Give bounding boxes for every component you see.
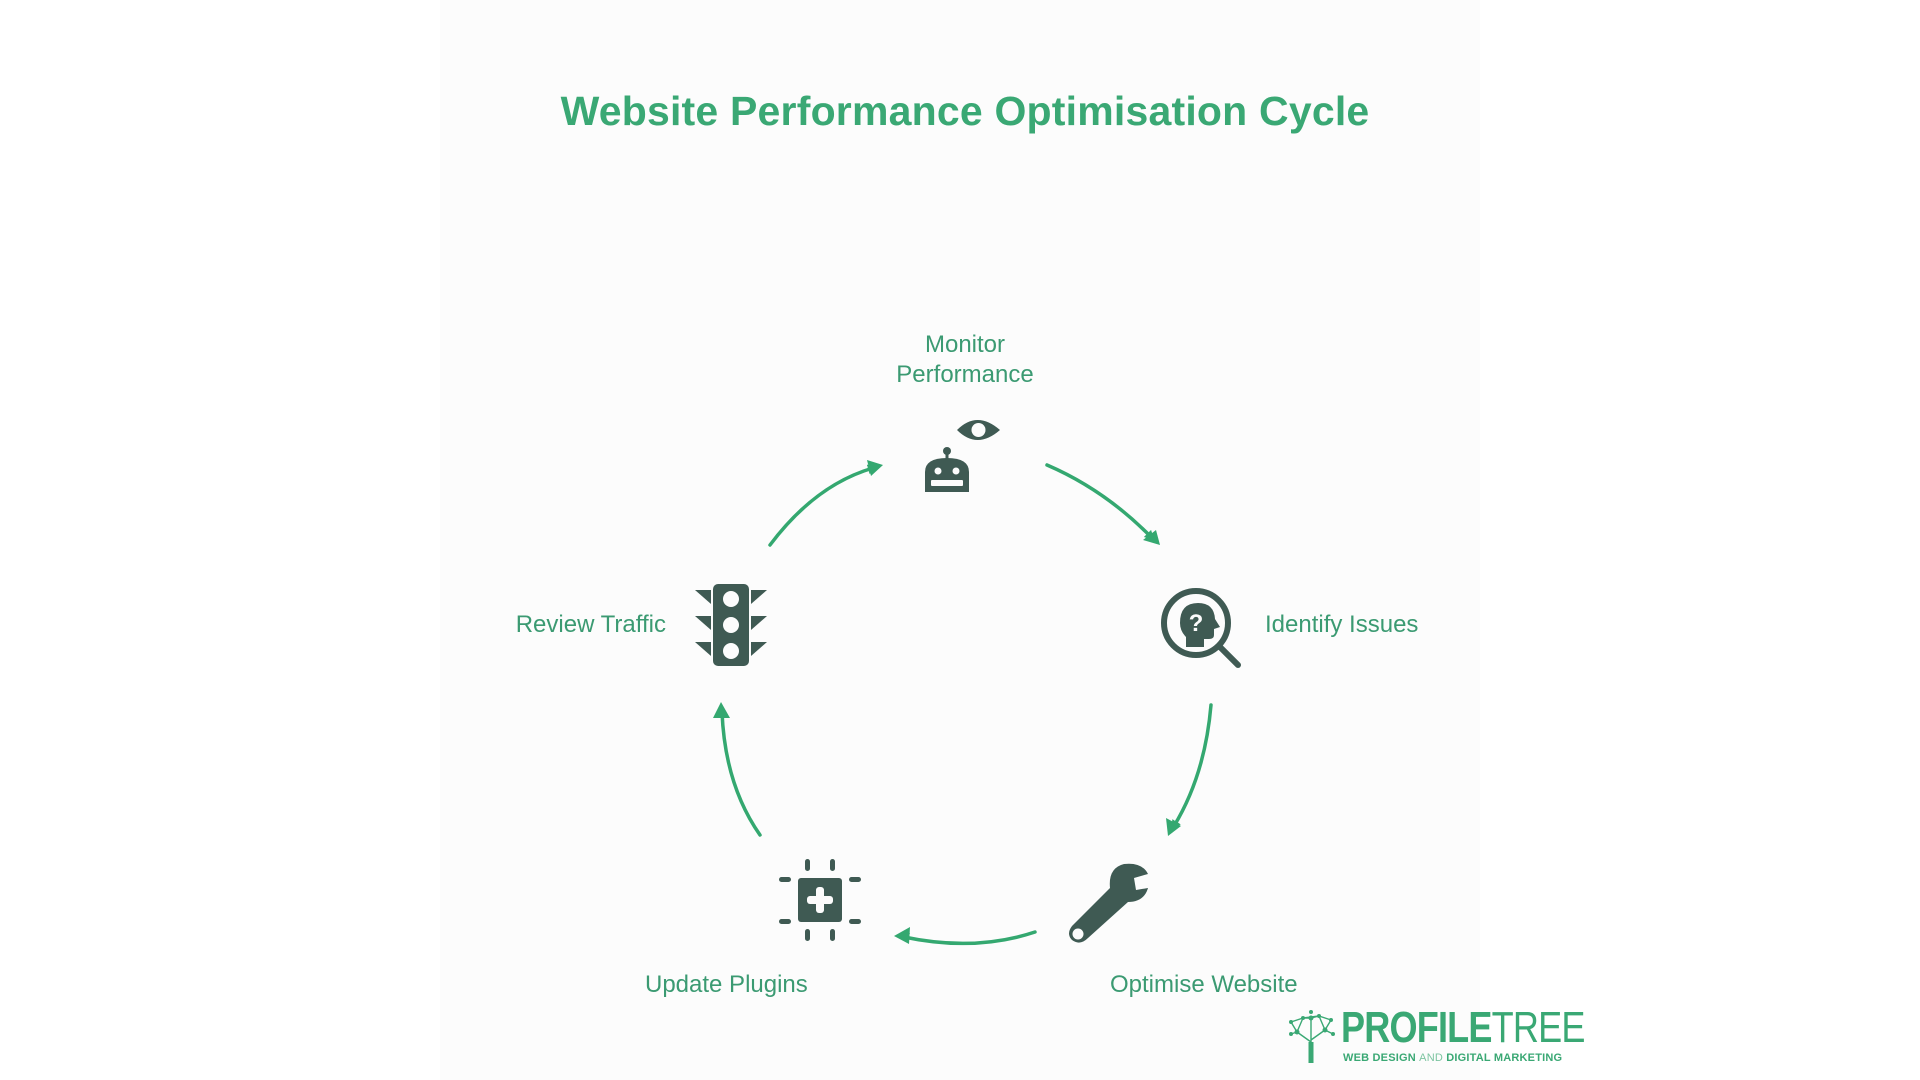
arrow-identify-to-optimise xyxy=(1171,703,1213,831)
traffic-light-icon xyxy=(695,584,767,666)
arrow-update-to-review xyxy=(717,707,762,837)
logo-brand-light: TREE xyxy=(1491,1003,1586,1052)
node-identify-label: Identify Issues xyxy=(1265,611,1419,638)
magnifier-question-head-icon: ? xyxy=(1161,588,1241,668)
svg-text:?: ? xyxy=(1189,610,1204,637)
arrow-review-to-monitor xyxy=(768,464,878,547)
logo-wordmark: PROFILETREE xyxy=(1341,1004,1585,1052)
logo-tagline: WEB DESIGN AND DIGITAL MARKETING xyxy=(1343,1052,1562,1064)
logo-brand-bold: PROFILE xyxy=(1341,1003,1492,1052)
node-monitor-label-line2: Performance xyxy=(896,361,1034,388)
node-update-label: Update Plugins xyxy=(645,971,808,998)
node-monitor-label: Monitor Performance xyxy=(865,330,1065,390)
node-monitor-label-line1: Monitor xyxy=(924,331,1006,358)
logo-tagline-part2: DIGITAL MARKETING xyxy=(1442,1052,1563,1064)
arrow-monitor-to-identify xyxy=(1045,463,1155,541)
logo-tagline-part1: WEB DESIGN xyxy=(1343,1052,1420,1064)
logo-tagline-and: AND xyxy=(1419,1052,1443,1064)
diagram-canvas xyxy=(440,0,1480,1080)
node-optimise-label: Optimise Website xyxy=(1110,971,1298,998)
robot-eye-icon xyxy=(925,420,1000,492)
profiletree-logo: PROFILETREE WEB DESIGN AND DIGITAL MARKE… xyxy=(1283,1004,1585,1068)
node-review-label: Review Traffic xyxy=(515,611,666,638)
wrench-icon xyxy=(1069,863,1148,943)
tree-network-icon xyxy=(1289,1010,1335,1063)
plugin-plus-icon xyxy=(779,859,861,941)
diagram-title: Website Performance Optimisation Cycle xyxy=(560,88,1370,134)
arrow-optimise-to-update xyxy=(899,930,1037,946)
